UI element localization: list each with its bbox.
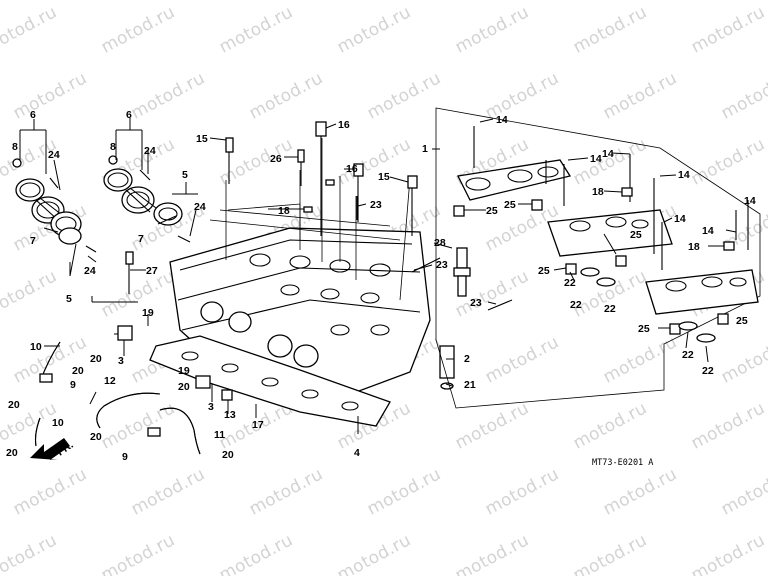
svg-text:FR.: FR. [55, 439, 76, 459]
callout-9a: 9 [70, 379, 76, 391]
callout-5b: 5 [182, 169, 188, 181]
callout-27: 27 [146, 265, 158, 277]
callout-16b: 16 [346, 163, 358, 175]
head-bolts [125, 121, 418, 294]
callout-15a: 15 [196, 133, 208, 145]
callout-7a: 7 [30, 235, 36, 247]
callout-18c: 18 [688, 241, 700, 253]
callout-11: 11 [214, 429, 225, 441]
diagram-code-label: MT73-E0201 A [592, 458, 654, 468]
callout-28: 28 [434, 237, 446, 249]
callout-18b: 18 [592, 186, 604, 198]
callout-20c: 20 [72, 365, 84, 377]
callout-22c: 22 [570, 299, 582, 311]
callout-23b: 23 [436, 259, 448, 271]
callout-25f: 25 [736, 315, 748, 327]
callout-9b: 9 [122, 451, 128, 463]
callout-19b: 19 [142, 307, 154, 319]
callout-4: 4 [354, 447, 360, 459]
spark-plug [453, 247, 471, 297]
intake-boot-center [103, 155, 191, 243]
camshaft-holders [435, 107, 761, 409]
callout-12: 12 [104, 375, 116, 387]
callout-25a: 25 [486, 205, 498, 217]
callout-20a: 20 [178, 381, 190, 393]
callout-26: 26 [270, 153, 282, 165]
callout-19a: 19 [178, 365, 190, 377]
callout-3a: 3 [208, 401, 214, 413]
callout-17: 17 [252, 419, 264, 431]
callout-8b: 8 [110, 141, 116, 153]
callout-10a: 10 [30, 341, 42, 353]
callout-16a: 16 [338, 119, 350, 131]
callout-numbers: 6 8 24 7 24 5 6 8 24 7 5 24 27 15 16 26 … [6, 109, 756, 463]
callout-21: 21 [464, 379, 476, 391]
callout-25d: 25 [538, 265, 550, 277]
callout-24a: 24 [48, 149, 60, 161]
callout-24c: 24 [144, 145, 156, 157]
callout-22b: 22 [604, 303, 616, 315]
head-gasket [149, 335, 391, 427]
callout-20f: 20 [6, 447, 18, 459]
callout-6a: 6 [30, 109, 36, 121]
callout-14c: 14 [602, 148, 614, 160]
callout-6b: 6 [126, 109, 132, 121]
callout-14b: 14 [590, 153, 602, 165]
callout-7b: 7 [138, 233, 144, 245]
callout-24d: 24 [194, 201, 206, 213]
callout-22e: 22 [702, 365, 714, 377]
callout-15b: 15 [378, 171, 390, 183]
callout-25c: 25 [630, 229, 642, 241]
callout-25b: 25 [504, 199, 516, 211]
callout-22d: 22 [682, 349, 694, 361]
callout-14e: 14 [674, 213, 686, 225]
intake-boot-left [12, 158, 97, 253]
callout-2: 2 [464, 353, 470, 365]
breather-hoses [34, 325, 233, 455]
callout-14f: 14 [702, 225, 714, 237]
callout-14g: 14 [744, 195, 756, 207]
callout-23a: 23 [370, 199, 382, 211]
callout-8a: 8 [12, 141, 18, 153]
callout-14d: 14 [678, 169, 690, 181]
callout-13: 13 [224, 409, 236, 421]
callout-3b: 3 [118, 355, 124, 367]
callout-20g: 20 [222, 449, 234, 461]
callout-20b: 20 [90, 353, 102, 365]
callout-18a: 18 [278, 205, 290, 217]
callout-10b: 10 [52, 417, 64, 429]
bolt-guide-lines [209, 138, 411, 301]
callout-20e: 20 [90, 431, 102, 443]
callout-23c: 23 [470, 297, 482, 309]
callout-24b: 24 [84, 265, 96, 277]
callout-14a: 14 [496, 114, 508, 126]
callout-5a: 5 [66, 293, 72, 305]
callout-25e: 25 [638, 323, 650, 335]
callout-1: 1 [422, 143, 428, 155]
callout-22a: 22 [564, 277, 576, 289]
dowels-and-orings [453, 187, 735, 343]
callout-20d: 20 [8, 399, 20, 411]
front-arrow-icon: FR. [30, 438, 76, 460]
leader-lines [19, 118, 749, 434]
